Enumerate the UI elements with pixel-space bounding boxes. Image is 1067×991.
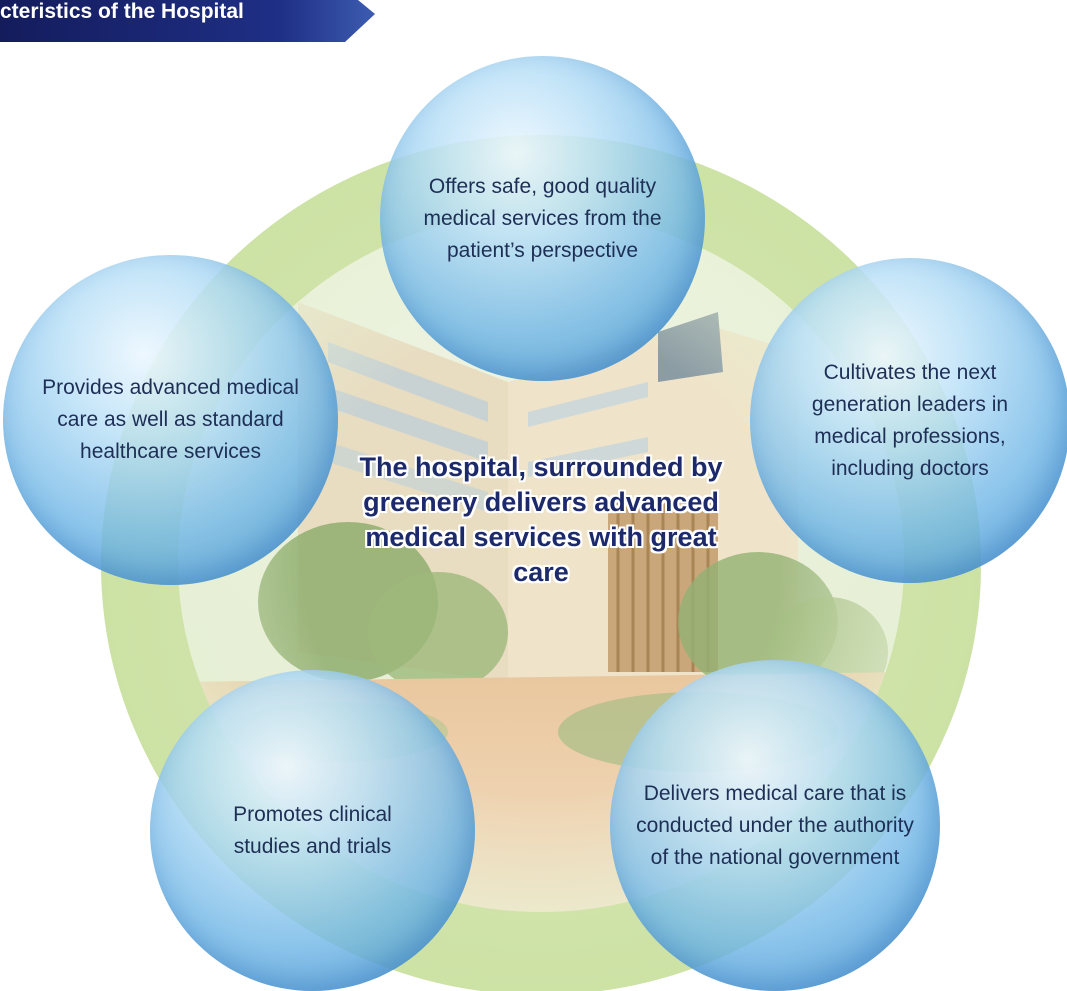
bubble-right-text: Cultivates the next generation leaders i… — [811, 360, 1009, 480]
bubble-top-text: Offers safe, good quality medical servic… — [423, 174, 662, 262]
bubble-right: Cultivates the next generation leaders i… — [750, 258, 1067, 583]
bubble-bottom-right: Delivers medical care that is conducted … — [610, 660, 940, 991]
bubble-left-text: Provides advanced medical care as well a… — [42, 376, 299, 463]
banner-shape — [0, 0, 375, 42]
bubble-left: Provides advanced medical care as well a… — [3, 255, 338, 585]
bubble-bottom-left: Promotes clinical studies and trials — [150, 670, 475, 991]
bubble-top: Offers safe, good quality medical servic… — [380, 56, 705, 381]
header-banner: cteristics of the Hospital — [0, 0, 375, 42]
bubble-bottom-left-text: Promotes clinical studies and trials — [233, 802, 392, 858]
center-statement: The hospital, surrounded by greenery del… — [359, 452, 723, 587]
bubble-bottom-right-text: Delivers medical care that is conducted … — [636, 781, 914, 869]
header-title: cteristics of the Hospital — [0, 0, 244, 23]
